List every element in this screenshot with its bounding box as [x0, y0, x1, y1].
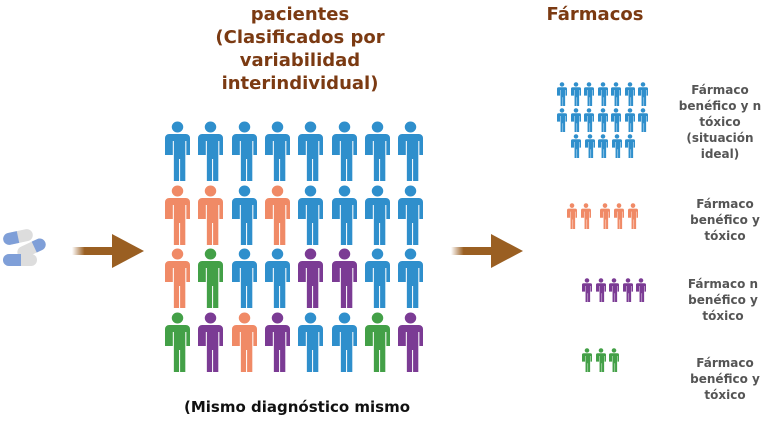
title-line: (Clasificados por	[215, 27, 385, 48]
person-icon	[597, 82, 608, 106]
person-icon	[165, 312, 190, 372]
arrow-right-icon	[72, 234, 144, 268]
label-line: benéfico y	[690, 213, 760, 227]
person-icon	[264, 121, 290, 181]
person-icon	[598, 134, 608, 158]
person-icon	[638, 82, 648, 106]
person-icon	[611, 134, 622, 158]
person-icon	[584, 134, 595, 158]
person-icon	[398, 248, 424, 308]
person-icon	[298, 312, 324, 372]
person-icon	[231, 312, 257, 372]
person-icon	[398, 185, 424, 245]
person-icon	[628, 203, 638, 229]
person-icon	[398, 312, 424, 372]
person-icon	[398, 121, 424, 181]
group-label-purple: Fármaco n benéfico y tóxico	[668, 276, 768, 324]
person-icon	[264, 185, 290, 245]
label-line: Fármaco n	[687, 277, 759, 291]
person-icon	[611, 108, 621, 132]
person-icon	[364, 121, 390, 181]
person-icon	[198, 248, 224, 308]
title-line: variabilidad	[239, 50, 361, 71]
person-icon	[557, 82, 567, 106]
group-label-green: Fármaco benéfico y tóxico	[670, 355, 768, 403]
person-icon	[570, 108, 581, 132]
label-line: benéfico y	[690, 372, 760, 386]
person-icon	[364, 248, 390, 308]
label-line: Fármaco	[696, 197, 754, 211]
person-icon	[597, 108, 608, 132]
person-icon	[198, 312, 224, 372]
person-icon	[364, 312, 390, 372]
patients-title: pacientes (Clasificados por variabilidad…	[170, 3, 430, 95]
person-icon	[584, 82, 594, 106]
person-icon	[165, 185, 190, 245]
title-line: pacientes	[250, 4, 350, 25]
person-icon	[298, 185, 324, 245]
label-line: Fármaco	[696, 356, 754, 370]
person-icon	[638, 108, 648, 132]
person-icon	[611, 82, 621, 106]
person-icon	[567, 203, 577, 229]
person-icon	[584, 108, 594, 132]
person-icon	[364, 185, 390, 245]
capsules-icon	[3, 229, 46, 266]
person-icon	[582, 348, 592, 372]
person-icon	[624, 82, 635, 106]
group-label-ideal: Fármaco benéfico y n tóxico (situación i…	[660, 82, 768, 162]
drugs-title: Fármacos	[530, 3, 660, 26]
title-line: Fármacos	[546, 4, 644, 25]
person-icon	[582, 278, 592, 302]
label-line: benéfico y	[688, 293, 758, 307]
person-icon	[331, 185, 357, 245]
person-icon	[331, 121, 357, 181]
person-icon	[614, 203, 624, 229]
label-line: tóxico	[699, 115, 741, 129]
person-icon	[570, 82, 581, 106]
label-line: benéfico y n	[678, 99, 762, 113]
person-icon	[581, 203, 591, 229]
person-icon	[165, 248, 190, 308]
person-icon	[595, 348, 606, 372]
label-line: Fármaco	[691, 83, 749, 97]
group-label-orange: Fármaco benéfico y tóxico	[670, 196, 768, 244]
person-icon	[636, 278, 646, 302]
person-icon	[231, 248, 257, 308]
person-icon	[264, 312, 290, 372]
person-icon	[609, 278, 619, 302]
label-line: tóxico	[704, 229, 746, 243]
person-icon	[165, 121, 190, 181]
label-line: (situación	[686, 131, 754, 145]
person-icon	[571, 134, 581, 158]
person-icon	[609, 348, 619, 372]
label-line: tóxico	[704, 388, 746, 402]
person-icon	[625, 134, 635, 158]
person-icon	[622, 278, 633, 302]
person-icon	[600, 203, 610, 229]
person-icon	[331, 312, 357, 372]
arrow-right-icon	[451, 234, 523, 268]
person-icon	[331, 248, 357, 308]
person-icon	[298, 121, 324, 181]
person-icon	[264, 248, 290, 308]
person-icon	[595, 278, 606, 302]
label-line: ideal)	[700, 147, 740, 161]
person-icon	[298, 248, 324, 308]
person-icon	[198, 121, 224, 181]
person-icon	[231, 185, 257, 245]
title-line: interindividual)	[221, 73, 379, 94]
person-icon	[198, 185, 224, 245]
person-icon	[557, 108, 567, 132]
bottom-note: (Mismo diagnóstico mismo	[184, 398, 411, 416]
person-icon	[231, 121, 257, 181]
label-line: tóxico	[702, 309, 744, 323]
person-icon	[624, 108, 635, 132]
